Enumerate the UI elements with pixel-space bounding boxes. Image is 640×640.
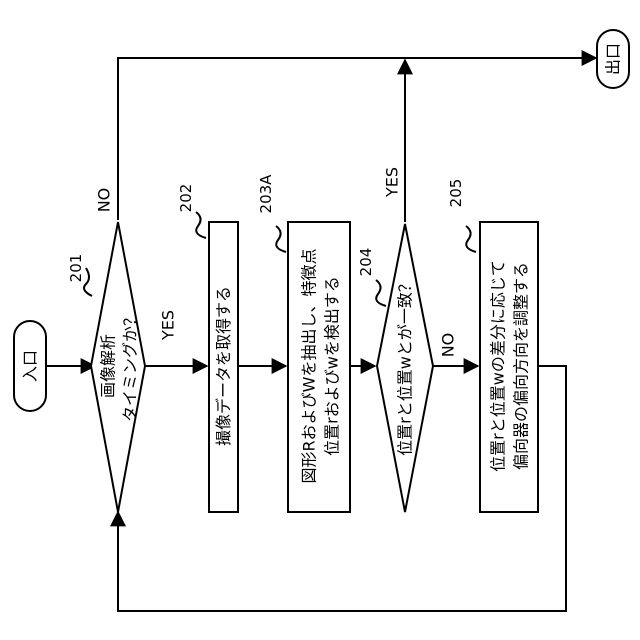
ref-201-leader xyxy=(84,268,92,296)
process-205-text-line1: 位置rと位置wの差分に応じて xyxy=(489,260,508,472)
entry-terminal: 入口 xyxy=(14,321,46,411)
decision-204: 位置rと位置wとが一致？ 204 YES NO xyxy=(357,167,458,512)
ref-202: 202 xyxy=(177,184,195,213)
decision-204-no-label: NO xyxy=(439,333,458,358)
decision-201-text-line1: 画像解析 xyxy=(99,334,118,398)
ref-204: 204 xyxy=(357,248,375,277)
process-205: 位置rと位置wの差分に応じて 偏向器の偏向方向を調整する 205 xyxy=(447,179,538,512)
entry-label: 入口 xyxy=(21,350,40,382)
exit-terminal: 出口 xyxy=(597,30,629,88)
decision-204-text: 位置rと位置wとが一致？ xyxy=(396,276,415,456)
decision-201-no-label: NO xyxy=(95,188,114,213)
process-203a-text-line2: 位置rおよびwを検出する xyxy=(323,276,342,456)
decision-204-yes-label: YES xyxy=(383,167,402,198)
exit-label: 出口 xyxy=(604,43,623,75)
process-205-text-line2: 偏向器の偏向方向を調整する xyxy=(512,262,531,470)
ref-205: 205 xyxy=(447,179,465,208)
ref-204-leader xyxy=(376,280,386,306)
process-202: 撮像データを取得する 202 xyxy=(177,184,238,512)
ref-202-leader xyxy=(196,212,206,238)
decision-201-yes-label: YES xyxy=(159,310,178,341)
ref-203a: 203A xyxy=(257,174,275,214)
ref-201: 201 xyxy=(67,254,85,283)
decision-201: 画像解析 タイミングか？ 201 YES NO xyxy=(67,188,178,512)
ref-203a-leader xyxy=(276,226,286,252)
decision-201-text-line2: タイミングか？ xyxy=(121,310,140,422)
process-202-text: 撮像データを取得する xyxy=(214,286,233,446)
process-203a: 図形RおよびWを抽出し、特徴点 位置rおよびwを検出する 203A xyxy=(257,174,350,512)
ref-205-leader xyxy=(466,226,476,252)
process-203a-text-line1: 図形RおよびWを抽出し、特徴点 xyxy=(300,249,319,484)
